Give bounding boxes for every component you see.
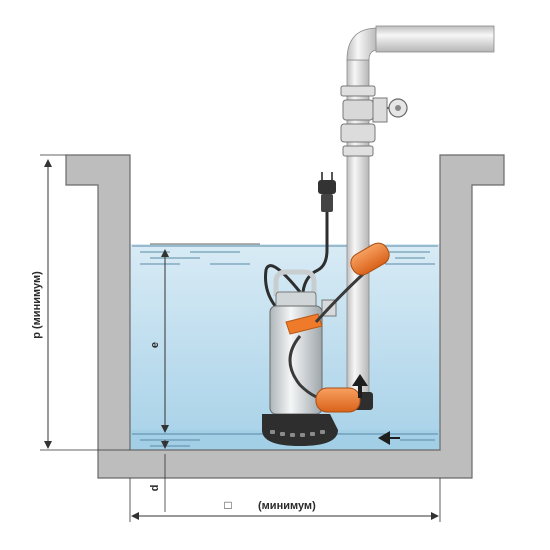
discharge-pipe (340, 25, 495, 410)
height-min-label: p (минимум) (31, 271, 43, 339)
float-switch-icon (315, 242, 390, 413)
water-depth-label: e (149, 342, 161, 348)
width-min-label: (минимум) (258, 500, 316, 512)
pump-intake-holes (270, 430, 325, 437)
flow-arrow-icon (352, 374, 400, 445)
valve-icon (372, 97, 408, 123)
width-symbol: □ (224, 498, 231, 512)
water-surface-lines (132, 245, 438, 447)
dimension-lines (40, 154, 441, 522)
plug-icon (318, 172, 336, 212)
submersible-pump (262, 269, 338, 446)
gap-label: d (149, 485, 161, 492)
